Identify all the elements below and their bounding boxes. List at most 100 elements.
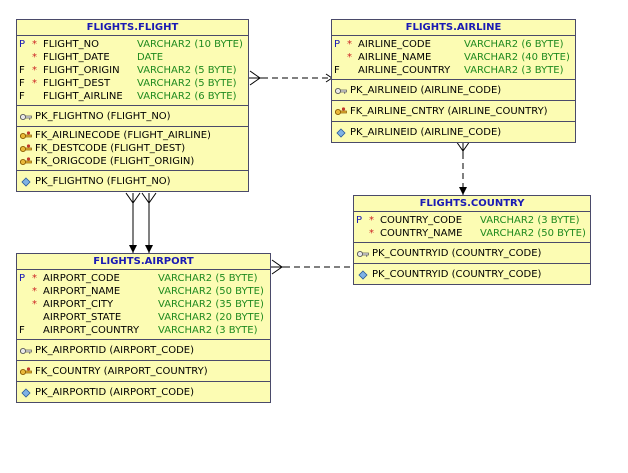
primary-key-label: PK_AIRPORTID (AIRPORT_CODE)	[35, 345, 195, 356]
rel-flight-airline	[249, 70, 333, 86]
primary-key-section: PK_AIRPORTID (AIRPORT_CODE)	[17, 340, 270, 361]
rel-airport-country	[271, 259, 354, 275]
column-row[interactable]: P * FLIGHT_NO VARCHAR2 (10 BYTE)	[17, 38, 248, 51]
index-diamond-icon	[336, 128, 346, 138]
column-list: P * AIRLINE_CODE VARCHAR2 (6 BYTE) * AIR…	[332, 36, 575, 80]
column-row[interactable]: F AIRPORT_COUNTRY VARCHAR2 (3 BYTE)	[17, 324, 270, 337]
primary-key-label: PK_FLIGHTNO (FLIGHT_NO)	[35, 111, 171, 122]
column-row[interactable]: AIRPORT_STATE VARCHAR2 (20 BYTE)	[17, 311, 270, 324]
primary-key-label: PK_AIRLINEID (AIRLINE_CODE)	[350, 85, 502, 96]
column-name: AIRPORT_NAME	[43, 286, 121, 297]
foreign-key-section: FK_COUNTRY (AIRPORT_COUNTRY)	[17, 361, 270, 382]
required-marker: *	[32, 52, 37, 63]
column-name: FLIGHT_DEST	[43, 78, 111, 89]
column-name: AIRLINE_NAME	[358, 52, 432, 63]
index-label: PK_AIRPORTID (AIRPORT_CODE)	[35, 387, 195, 398]
foreign-key-label: FK_AIRLINE_CNTRY (AIRLINE_COUNTRY)	[350, 106, 548, 117]
foreign-key-section: FK_AIRLINE_CNTRY (AIRLINE_COUNTRY)	[332, 101, 575, 122]
index-row[interactable]: PK_FLIGHTNO (FLIGHT_NO)	[17, 175, 248, 188]
column-flag: F	[19, 65, 25, 76]
index-section: PK_AIRLINEID (AIRLINE_CODE)	[332, 122, 575, 142]
foreign-key-row[interactable]: FK_AIRLINECODE (FLIGHT_AIRLINE)	[17, 129, 248, 142]
column-flag: F	[19, 91, 25, 102]
column-list: P * COUNTRY_CODE VARCHAR2 (3 BYTE) * COU…	[354, 212, 590, 243]
primary-key-row[interactable]: PK_AIRPORTID (AIRPORT_CODE)	[17, 344, 270, 357]
column-name: FLIGHT_NO	[43, 39, 100, 50]
foreign-key-label: FK_ORIGCODE (FLIGHT_ORIGIN)	[35, 156, 195, 167]
required-marker: *	[32, 65, 37, 76]
column-row[interactable]: * COUNTRY_NAME VARCHAR2 (50 BYTE)	[354, 227, 590, 240]
arrowhead-airport-origin	[129, 245, 137, 253]
index-diamond-icon	[21, 177, 31, 187]
column-type: VARCHAR2 (5 BYTE)	[158, 273, 258, 284]
foreign-key-row[interactable]: FK_COUNTRY (AIRPORT_COUNTRY)	[17, 365, 270, 378]
foreign-key-row[interactable]: FK_DESTCODE (FLIGHT_DEST)	[17, 142, 248, 155]
column-list: P * AIRPORT_CODE VARCHAR2 (5 BYTE) * AIR…	[17, 270, 270, 340]
required-marker: *	[347, 52, 352, 63]
required-marker: *	[32, 39, 37, 50]
primary-key-row[interactable]: PK_FLIGHTNO (FLIGHT_NO)	[17, 110, 248, 123]
column-type: VARCHAR2 (50 BYTE)	[158, 286, 264, 297]
rel-airline-country	[455, 140, 471, 195]
key-icon	[20, 113, 32, 121]
primary-key-row[interactable]: PK_AIRLINEID (AIRLINE_CODE)	[332, 84, 575, 97]
column-row[interactable]: F * FLIGHT_ORIGIN VARCHAR2 (5 BYTE)	[17, 64, 248, 77]
index-diamond-icon	[21, 388, 31, 398]
column-flag: F	[19, 325, 25, 336]
table-airport[interactable]: FLIGHTS.AIRPORT P * AIRPORT_CODE VARCHAR…	[16, 253, 271, 403]
foreign-key-icon	[20, 144, 32, 153]
column-row[interactable]: * AIRLINE_NAME VARCHAR2 (40 BYTE)	[332, 51, 575, 64]
index-row[interactable]: PK_COUNTRYID (COUNTRY_CODE)	[354, 268, 590, 281]
column-type: VARCHAR2 (3 BYTE)	[480, 215, 580, 226]
foreign-key-icon	[20, 131, 32, 140]
required-marker: *	[369, 215, 374, 226]
column-name: AIRPORT_STATE	[43, 312, 122, 323]
column-type: DATE	[137, 52, 164, 63]
column-flag: P	[19, 273, 26, 284]
column-row[interactable]: F FLIGHT_AIRLINE VARCHAR2 (6 BYTE)	[17, 90, 248, 103]
column-flag: F	[334, 65, 340, 76]
column-row[interactable]: * AIRPORT_NAME VARCHAR2 (50 BYTE)	[17, 285, 270, 298]
column-name: AIRLINE_CODE	[358, 39, 431, 50]
required-marker: *	[32, 286, 37, 297]
column-name: COUNTRY_CODE	[380, 215, 463, 226]
column-name: FLIGHT_AIRLINE	[43, 91, 123, 102]
column-row[interactable]: * AIRPORT_CITY VARCHAR2 (35 BYTE)	[17, 298, 270, 311]
table-country[interactable]: FLIGHTS.COUNTRY P * COUNTRY_CODE VARCHAR…	[353, 195, 591, 285]
column-type: VARCHAR2 (10 BYTE)	[137, 39, 243, 50]
column-row[interactable]: F AIRLINE_COUNTRY VARCHAR2 (3 BYTE)	[332, 64, 575, 77]
column-name: AIRPORT_CODE	[43, 273, 120, 284]
column-row[interactable]: P * AIRLINE_CODE VARCHAR2 (6 BYTE)	[332, 38, 575, 51]
table-title: FLIGHTS.COUNTRY	[354, 196, 590, 212]
primary-key-row[interactable]: PK_COUNTRYID (COUNTRY_CODE)	[354, 247, 590, 260]
foreign-key-row[interactable]: FK_AIRLINE_CNTRY (AIRLINE_COUNTRY)	[332, 105, 575, 118]
index-row[interactable]: PK_AIRPORTID (AIRPORT_CODE)	[17, 386, 270, 399]
table-title: FLIGHTS.AIRPORT	[17, 254, 270, 270]
column-row[interactable]: * FLIGHT_DATE DATE	[17, 51, 248, 64]
required-marker: *	[32, 273, 37, 284]
index-row[interactable]: PK_AIRLINEID (AIRLINE_CODE)	[332, 126, 575, 139]
table-flight[interactable]: FLIGHTS.FLIGHT P * FLIGHT_NO VARCHAR2 (1…	[16, 19, 249, 192]
required-marker: *	[369, 228, 374, 239]
column-name: FLIGHT_DATE	[43, 52, 110, 63]
key-icon	[335, 87, 347, 95]
primary-key-label: PK_COUNTRYID (COUNTRY_CODE)	[372, 248, 542, 259]
column-flag: F	[19, 78, 25, 89]
column-type: VARCHAR2 (40 BYTE)	[464, 52, 570, 63]
column-row[interactable]: P * AIRPORT_CODE VARCHAR2 (5 BYTE)	[17, 272, 270, 285]
column-type: VARCHAR2 (6 BYTE)	[137, 91, 237, 102]
rel-flight-airport-origin	[125, 192, 141, 253]
column-type: VARCHAR2 (6 BYTE)	[464, 39, 564, 50]
column-list: P * FLIGHT_NO VARCHAR2 (10 BYTE) * FLIGH…	[17, 36, 248, 106]
foreign-key-row[interactable]: FK_ORIGCODE (FLIGHT_ORIGIN)	[17, 155, 248, 168]
foreign-key-icon	[20, 367, 32, 376]
table-title: FLIGHTS.FLIGHT	[17, 20, 248, 36]
column-name: AIRLINE_COUNTRY	[358, 65, 451, 76]
column-type: VARCHAR2 (20 BYTE)	[158, 312, 264, 323]
table-airline[interactable]: FLIGHTS.AIRLINE P * AIRLINE_CODE VARCHAR…	[331, 19, 576, 143]
column-row[interactable]: F * FLIGHT_DEST VARCHAR2 (5 BYTE)	[17, 77, 248, 90]
column-row[interactable]: P * COUNTRY_CODE VARCHAR2 (3 BYTE)	[354, 214, 590, 227]
primary-key-section: PK_COUNTRYID (COUNTRY_CODE)	[354, 243, 590, 264]
required-marker: *	[32, 78, 37, 89]
